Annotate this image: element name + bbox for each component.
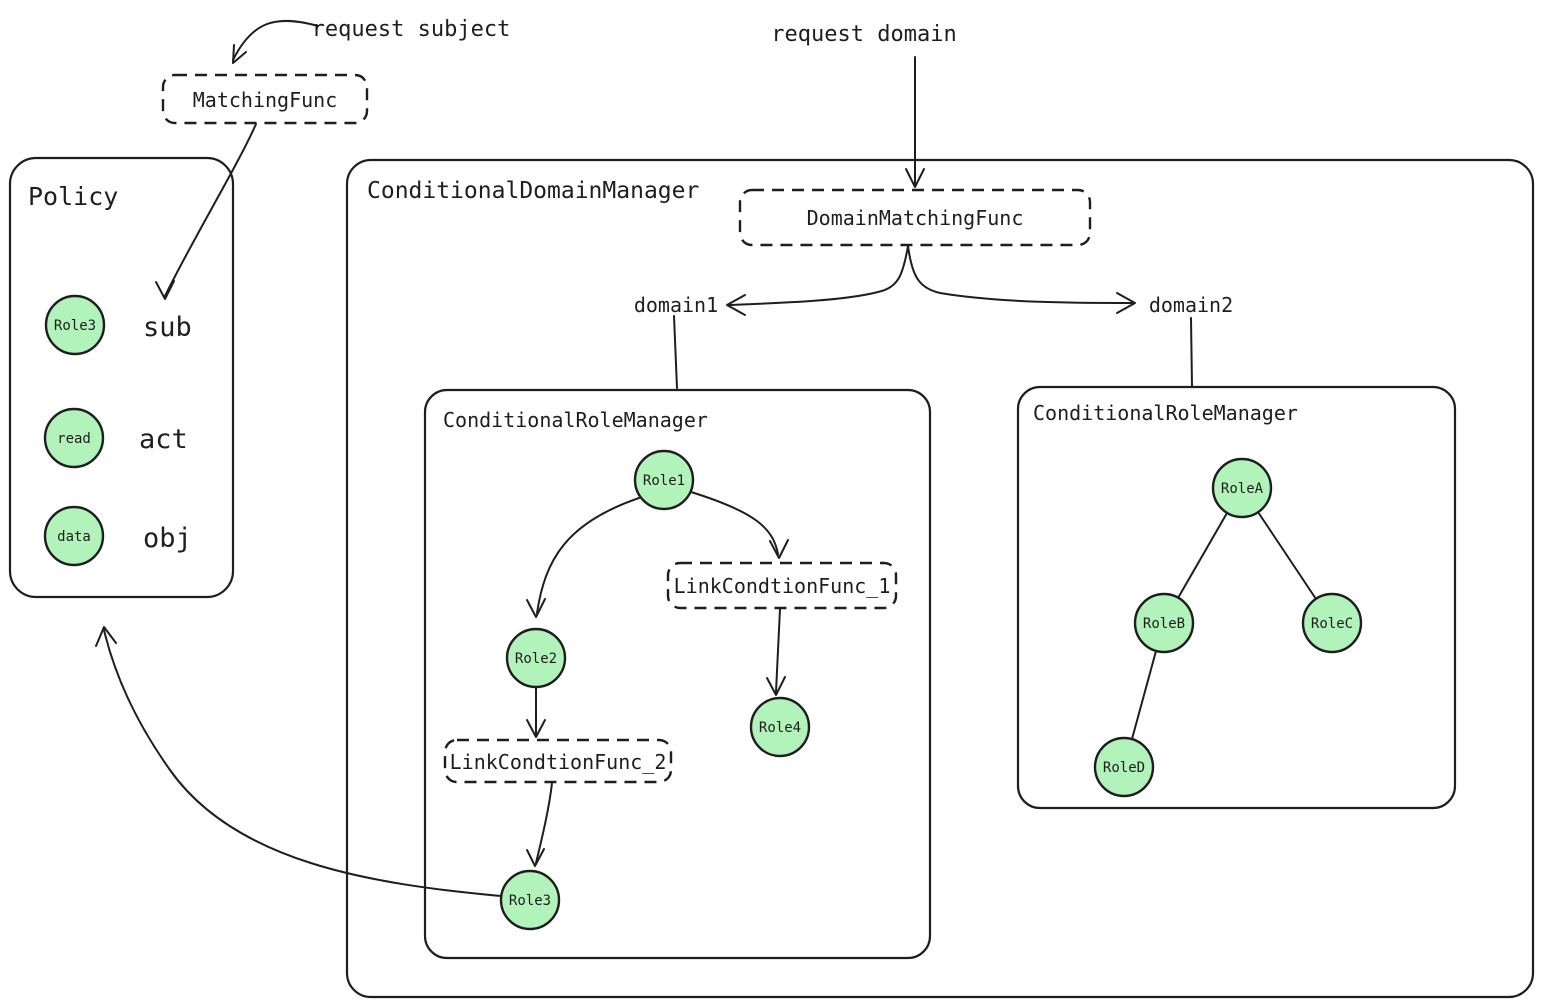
arrow-matching-func-to-policy-sub (155, 123, 257, 300)
node-roleB: RoleB (1133, 592, 1195, 654)
node-roleB-label: RoleB (1143, 616, 1185, 632)
arrow-domain-matching-func-to-domain2 (907, 245, 1136, 314)
node-role4: Role4 (749, 696, 811, 758)
line-roleA-roleB (1177, 512, 1228, 599)
arrow-role2-to-link-condition-func-2 (526, 687, 546, 738)
conditional-role-manager-1-title: ConditionalRoleManager (443, 408, 708, 432)
node-roleC: RoleC (1301, 592, 1363, 654)
domain-matching-func-label: DomainMatchingFunc (807, 206, 1024, 230)
matching-func-label: MatchingFunc (193, 88, 338, 112)
node-roleD: RoleD (1093, 736, 1155, 798)
policy-node-role3: Role3 (44, 294, 106, 356)
request-domain-label: request domain (771, 22, 956, 47)
policy-node-role3-label: Role3 (54, 318, 96, 334)
node-role3-label: Role3 (509, 893, 551, 909)
policy-title: Policy (28, 182, 118, 211)
link-condition-func-2-box: LinkCondtionFunc_2 (443, 738, 673, 784)
policy-field-obj: obj (143, 523, 192, 554)
line-roleA-roleC (1257, 511, 1317, 600)
policy-field-sub: sub (143, 312, 192, 343)
node-roleA-label: RoleA (1221, 481, 1264, 497)
policy-node-data-label: data (57, 529, 91, 545)
node-roleC-label: RoleC (1311, 616, 1353, 632)
policy-node-data: data (43, 505, 105, 567)
matching-func-box: MatchingFunc (161, 73, 369, 125)
policy-field-act: act (139, 424, 188, 455)
conditional-role-manager-2-title: ConditionalRoleManager (1033, 401, 1298, 425)
conditional-domain-manager-title: ConditionalDomainManager (367, 178, 699, 204)
arrow-role1-to-role2 (526, 497, 640, 618)
node-roleD-label: RoleD (1103, 760, 1145, 776)
policy-box (8, 156, 235, 599)
domain-matching-func-box: DomainMatchingFunc (738, 188, 1092, 247)
node-role4-label: Role4 (759, 720, 801, 736)
arrow-request-subject-to-matching-func (232, 19, 319, 64)
line-roleB-roleD (1131, 650, 1157, 740)
conditional-role-manager-1-box (423, 388, 932, 960)
link-condition-func-1-label: LinkCondtionFunc_1 (674, 574, 891, 598)
node-roleA: RoleA (1211, 457, 1273, 519)
arrow-link-condition-func-1-to-role4 (766, 608, 786, 696)
node-role1: Role1 (633, 449, 695, 511)
arrow-domain-matching-func-to-domain1 (726, 245, 909, 316)
arrow-request-domain-to-domain-matching-func (905, 56, 925, 188)
policy-node-read-label: read (57, 431, 91, 447)
line-domain1-to-role-manager-1 (673, 315, 678, 389)
node-role2-label: Role2 (515, 651, 557, 667)
domain1-label: domain1 (634, 293, 718, 317)
link-condition-func-1-box: LinkCondtionFunc_1 (666, 561, 898, 610)
arrow-role1-to-link-condition-func-1 (690, 491, 789, 559)
conditional-role-manager-2-box (1016, 385, 1457, 810)
policy-node-read: read (43, 407, 105, 469)
arrow-link-condition-func-2-to-role3 (526, 782, 553, 867)
node-role3: Role3 (499, 869, 561, 931)
node-role1-label: Role1 (643, 473, 685, 489)
line-domain2-to-role-manager-2 (1190, 317, 1193, 388)
domain2-label: domain2 (1149, 293, 1233, 317)
arrow-role3-to-policy (95, 626, 502, 897)
link-condition-func-2-label: LinkCondtionFunc_2 (450, 750, 667, 774)
request-subject-label: request subject (312, 17, 511, 42)
node-role2: Role2 (505, 627, 567, 689)
